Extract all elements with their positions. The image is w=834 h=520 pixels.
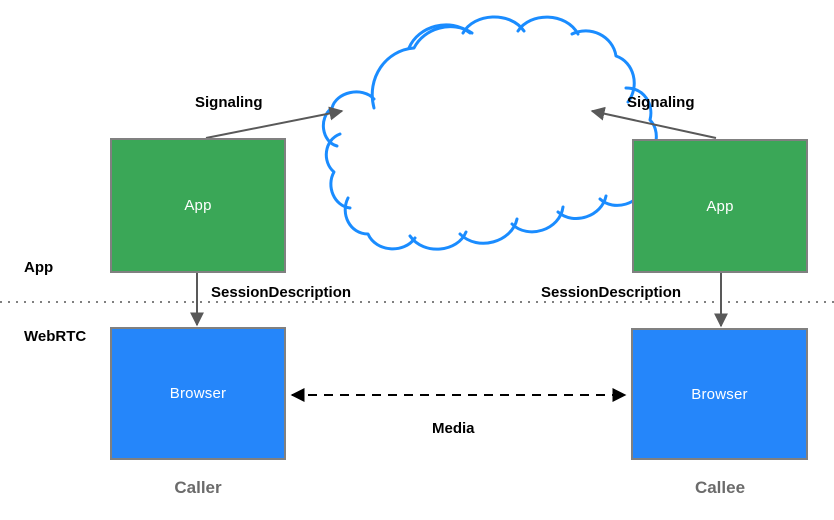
media-label: Media — [432, 420, 475, 437]
role-label-callee: Callee — [694, 478, 746, 497]
signaling-arrow-right — [590, 106, 717, 139]
layer-label-webrtc: WebRTC — [24, 328, 87, 345]
app-box-caller-label: App — [184, 197, 212, 214]
browser-box-callee[interactable]: Browser — [631, 328, 808, 460]
cloud-shape — [321, 15, 658, 251]
browser-box-callee-label: Browser — [691, 385, 748, 403]
app-box-callee[interactable]: App — [632, 139, 808, 273]
role-label-caller: Caller — [174, 478, 222, 497]
layer-label-app: App — [24, 259, 54, 276]
browser-box-caller[interactable]: Browser — [110, 327, 286, 460]
session-description-label-right: SessionDescription — [541, 284, 682, 301]
signaling-label-right: Signaling — [627, 94, 695, 111]
signaling-arrow-left — [205, 106, 344, 139]
app-box-callee-label: App — [706, 197, 734, 215]
session-description-label-left: SessionDescription — [211, 284, 352, 301]
signaling-label-left: Signaling — [195, 94, 263, 111]
app-box-caller[interactable]: App — [110, 138, 286, 273]
browser-box-caller-label: Browser — [169, 385, 227, 402]
